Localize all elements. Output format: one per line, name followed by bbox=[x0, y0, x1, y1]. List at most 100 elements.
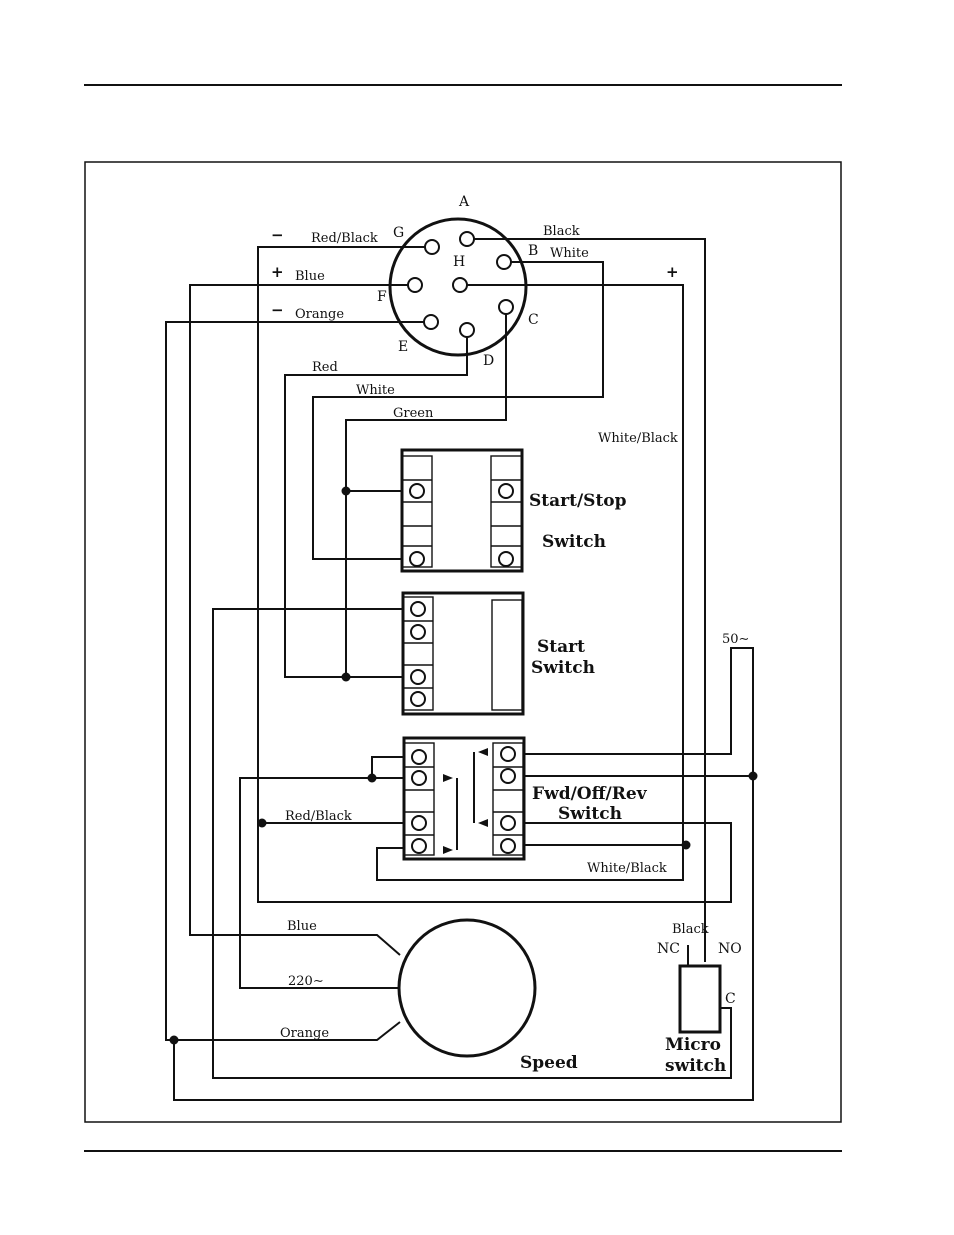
wires bbox=[165, 238, 754, 1101]
junctions bbox=[169, 486, 758, 1045]
label-50: 50∼ bbox=[722, 632, 749, 647]
diagram-frame bbox=[84, 161, 842, 1123]
pin-E bbox=[423, 314, 439, 330]
start-switch-right-rail bbox=[491, 599, 523, 711]
start-stop-right-rail bbox=[490, 455, 523, 568]
junction-dot bbox=[681, 840, 691, 850]
micro-switch-body bbox=[678, 964, 722, 1034]
pin-label-G: G bbox=[393, 225, 404, 241]
start-switch-title-2: Switch bbox=[531, 658, 595, 678]
header-rule bbox=[84, 84, 842, 86]
terminal bbox=[500, 746, 516, 762]
label-orange-motor: Orange bbox=[280, 1026, 329, 1041]
fwd-switch-right-rail bbox=[492, 742, 524, 856]
micro-nc-label: NC bbox=[657, 941, 680, 957]
micro-title-2: switch bbox=[665, 1056, 726, 1076]
label-white: White bbox=[356, 383, 395, 398]
contact-arrow bbox=[478, 748, 488, 756]
label-black-top: Black bbox=[543, 224, 580, 239]
pin-B bbox=[496, 254, 512, 270]
terminal bbox=[498, 483, 514, 499]
start-stop-switch bbox=[400, 448, 524, 573]
speed-title: Speed bbox=[520, 1053, 578, 1073]
label-black-micro: Black bbox=[672, 922, 709, 937]
start-switch-title-1: Start bbox=[537, 637, 585, 657]
label-red-black-lower: Red/Black bbox=[285, 809, 352, 824]
contact-arrow bbox=[443, 774, 453, 782]
contact-arrow bbox=[478, 819, 488, 827]
label-blue-top: Blue bbox=[295, 269, 325, 284]
label-blue-motor: Blue bbox=[287, 919, 317, 934]
pin-G bbox=[424, 239, 440, 255]
terminal bbox=[409, 551, 425, 567]
speed-motor bbox=[397, 918, 537, 1058]
pin-F bbox=[407, 277, 423, 293]
terminal bbox=[500, 815, 516, 831]
start-switch bbox=[401, 591, 525, 716]
junction-dot bbox=[169, 1035, 179, 1045]
start-stop-title-2: Switch bbox=[542, 532, 606, 552]
wire-red-black bbox=[257, 246, 732, 903]
wire-220 bbox=[239, 777, 400, 989]
pin-label-D: D bbox=[483, 353, 494, 369]
terminal bbox=[411, 770, 427, 786]
junction-dot bbox=[367, 773, 377, 783]
labels: − + − + Red/Black Black White Blue Orang… bbox=[271, 224, 749, 1076]
junction-dot bbox=[748, 771, 758, 781]
contact-arrow bbox=[443, 846, 453, 854]
label-white-black-lower: White/Black bbox=[587, 861, 667, 876]
terminal bbox=[410, 624, 426, 640]
pin-label-C: C bbox=[528, 312, 539, 328]
polarity-pos-2: + bbox=[666, 263, 679, 281]
pin-label-B: B bbox=[528, 243, 538, 259]
footer-rule bbox=[84, 1150, 842, 1152]
wire-white-b bbox=[312, 261, 604, 560]
label-green: Green bbox=[393, 406, 434, 421]
pin-label-A: A bbox=[458, 194, 470, 210]
label-white-black-right: White/Black bbox=[598, 431, 678, 446]
terminal bbox=[410, 691, 426, 707]
label-220: 220∼ bbox=[288, 974, 324, 989]
label-white-top: White bbox=[550, 246, 589, 261]
wire-white-black bbox=[467, 284, 684, 845]
micro-no-label: NO bbox=[718, 941, 742, 957]
terminal bbox=[410, 601, 426, 617]
fwd-switch-title-2: Switch bbox=[558, 804, 622, 824]
fwd-switch-title-1: Fwd/Off/Rev bbox=[532, 784, 648, 804]
label-red-black-top: Red/Black bbox=[311, 231, 378, 246]
terminal bbox=[411, 815, 427, 831]
terminal bbox=[409, 483, 425, 499]
pin-C bbox=[498, 299, 514, 315]
terminal bbox=[410, 669, 426, 685]
wire-blue bbox=[189, 284, 408, 956]
wire-fwd-link bbox=[371, 756, 404, 778]
wire-green bbox=[345, 314, 507, 677]
start-stop-left-rail bbox=[401, 455, 433, 568]
terminal bbox=[500, 768, 516, 784]
pin-label-H: H bbox=[453, 254, 465, 270]
label-orange-top: Orange bbox=[295, 307, 344, 322]
pin-A bbox=[459, 231, 475, 247]
pin-label-F: F bbox=[377, 289, 387, 305]
terminal bbox=[411, 838, 427, 854]
polarity-neg-1: − bbox=[271, 226, 284, 244]
wire-black bbox=[474, 238, 706, 962]
fwd-off-rev-switch bbox=[402, 736, 526, 861]
polarity-pos-1: + bbox=[271, 263, 284, 281]
micro-title-1: Micro bbox=[665, 1035, 721, 1055]
terminal bbox=[500, 838, 516, 854]
micro-c-label: C bbox=[725, 991, 736, 1007]
wire-orange bbox=[165, 321, 424, 1041]
junction-dot bbox=[341, 486, 351, 496]
junction-dot bbox=[341, 672, 351, 682]
start-stop-title-1: Start/Stop bbox=[529, 491, 627, 511]
start-switch-left-rail bbox=[402, 596, 434, 711]
polarity-neg-2: − bbox=[271, 301, 284, 319]
pin-D bbox=[459, 322, 475, 338]
connector-plug: A G B H F C E D bbox=[377, 194, 539, 369]
wire-white-black-lower bbox=[376, 844, 684, 881]
wire-red bbox=[284, 337, 468, 678]
pin-label-E: E bbox=[398, 339, 408, 355]
junction-dot bbox=[257, 818, 267, 828]
